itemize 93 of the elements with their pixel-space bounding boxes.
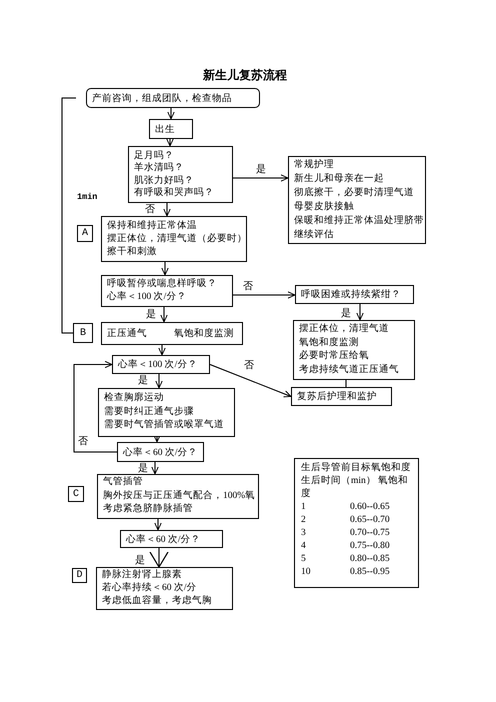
arrow — [163, 202, 171, 216]
question-box — [128, 146, 233, 203]
table-cell: 0.60--0.65 — [350, 501, 390, 514]
step-text: 考虑紧急脐静脉插管 — [103, 503, 193, 516]
process-box — [101, 216, 247, 262]
process-box: 出生 — [149, 119, 193, 139]
table-cell: 5 — [301, 553, 306, 566]
table-title: 生后导管前目标氧饱和度 — [301, 462, 411, 475]
question-box: 呼吸困难或持续紫绀？ — [295, 285, 414, 304]
question-box: 心率＜60 次/分？ — [120, 530, 223, 548]
question-text: 呼吸暂停或喘息样呼吸？ — [107, 278, 217, 291]
process-box — [293, 320, 415, 380]
edge-label: 否 — [243, 360, 255, 371]
step-text: 摆正体位，清理气道 — [299, 323, 389, 336]
process-box — [101, 322, 243, 345]
table-cell: 10 — [301, 566, 310, 579]
table-cell: 0.65--0.70 — [350, 514, 390, 527]
table-cell: 4 — [301, 540, 306, 553]
question-box: 心率＜100 次/分？ — [112, 355, 210, 374]
table-cell: 0.80--0.85 — [350, 553, 390, 566]
table-cell: 3 — [301, 527, 306, 540]
arrow — [232, 291, 296, 299]
saturation-table — [294, 458, 419, 588]
stage-marker: D — [72, 568, 87, 583]
arrow — [210, 364, 292, 398]
step-text: 正压通气 — [107, 327, 147, 340]
stage-marker: B — [73, 323, 93, 343]
question-text: 心率＜100 次/分？ — [107, 291, 186, 304]
arrow — [167, 108, 175, 120]
question-box — [101, 275, 233, 307]
table-cell: 0.70--0.75 — [350, 527, 390, 540]
edge-label: 是 — [255, 164, 267, 175]
edge-label: 否 — [242, 281, 254, 292]
edge-label: 是 — [145, 309, 157, 320]
edge-label: 否 — [77, 436, 89, 447]
arrow — [166, 138, 174, 146]
arrow — [161, 262, 169, 276]
arrow — [151, 462, 159, 474]
stage-marker: C — [68, 486, 84, 502]
step-text: 检查胸廓运动 — [104, 392, 164, 406]
process-box — [98, 388, 235, 437]
question-text: 有呼吸和哭声吗？ — [134, 187, 214, 200]
arrow — [155, 374, 163, 388]
arrow — [74, 360, 118, 452]
question-box: 心率＜60 次/分？ — [117, 442, 204, 462]
step-text: 氧饱和度监测 — [174, 327, 234, 340]
question-text: 羊水清吗？ — [134, 162, 184, 174]
step-text: 考虑低血容量，考虑气胸 — [102, 595, 212, 608]
diagram-title: 新生儿复苏流程 — [203, 68, 287, 82]
table-cell: 2 — [301, 514, 306, 527]
step-text: 需要时气管插管或喉罩气道 — [104, 419, 224, 432]
table-header: 生后时间（min） 氧饱和度 — [301, 475, 409, 501]
arrow — [149, 548, 169, 568]
process-box: 产前咨询，组成团队，检查物品 — [86, 88, 260, 108]
step-text: 保持和维持正常体温 — [107, 220, 197, 232]
step-text: 气管插管 — [103, 476, 143, 490]
step-text: 必要时常压给氧 — [299, 350, 369, 363]
step-text: 静脉注射肾上腺素 — [102, 569, 182, 582]
edge-label: 是 — [137, 375, 149, 386]
question-text: 足月吗？ — [134, 150, 174, 162]
table-cell: 0.75--0.80 — [350, 540, 390, 553]
arrow — [158, 344, 166, 356]
time-label: 1min — [76, 192, 98, 202]
step-text: 继续评估 — [294, 228, 334, 242]
step-text: 母婴皮肤接触 — [294, 200, 354, 214]
process-box — [97, 474, 259, 519]
step-text: 氧饱和度监测 — [299, 336, 359, 350]
edge-label: 否 — [144, 204, 156, 215]
step-text: 彻底擦干，必要时清理气道 — [294, 186, 414, 200]
edge-label: 是 — [340, 308, 352, 319]
step-text: 胸外按压与正压通气配合，100%氧 — [103, 490, 256, 503]
table-cell: 1 — [301, 501, 306, 514]
arrow — [154, 518, 162, 530]
step-text: 若心率持续＜60 次/分 — [102, 582, 197, 595]
step-text: 擦干和刺激 — [107, 246, 157, 258]
arrow — [160, 306, 168, 322]
step-text: 需要时纠正通气步骤 — [104, 406, 194, 419]
step-text: 考虑持续气道正压通气 — [299, 364, 399, 376]
arrow — [153, 434, 161, 442]
step-text: 保暖和维持正常体温处理脐带 — [294, 214, 424, 228]
question-text: 肌张力好吗？ — [134, 174, 194, 187]
arrow — [356, 304, 364, 320]
process-box — [288, 156, 426, 244]
edge-label: 是 — [134, 555, 146, 566]
step-text: 常规护理 — [294, 158, 334, 172]
step-text: 新生儿和母亲在一起 — [294, 172, 384, 186]
process-box — [96, 567, 233, 610]
step-text: 摆正体位，清理气道（必要时） — [107, 232, 247, 246]
process-box: 复苏后护理和监护 — [291, 387, 392, 406]
edge-label: 是 — [137, 463, 149, 474]
arrow — [232, 174, 288, 182]
table-cell: 0.85--0.95 — [350, 566, 390, 579]
stage-marker: A — [77, 225, 93, 242]
